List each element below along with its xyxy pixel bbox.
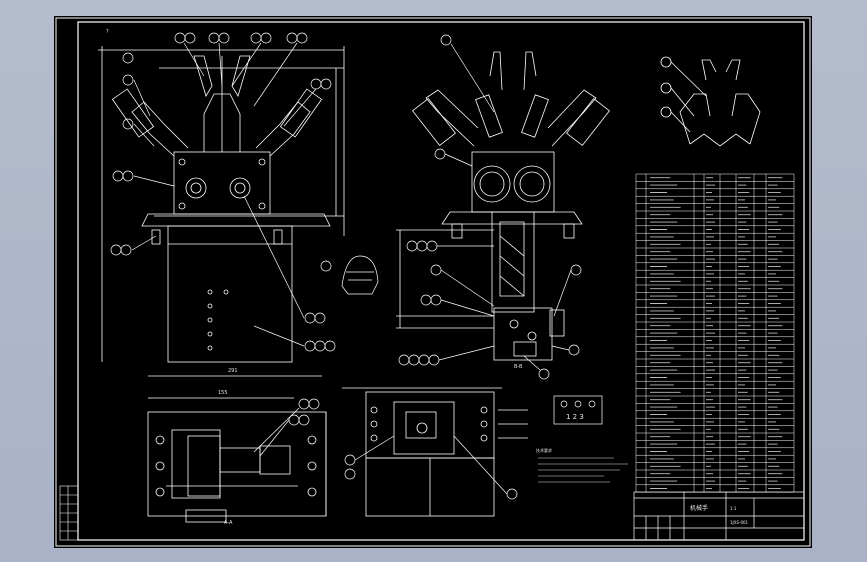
drawing-name: 机械手: [690, 504, 708, 512]
margin-table: [59, 485, 79, 541]
bottom-view-callouts: [344, 409, 528, 500]
cad-drawing-sheet: ?: [54, 16, 812, 548]
top-view: [147, 375, 327, 523]
front-view: [98, 46, 345, 363]
detail-box: [553, 395, 603, 425]
front-view-callouts: [110, 32, 336, 352]
outer-border: [55, 17, 811, 547]
top-view-callouts: [253, 398, 320, 457]
parts-list-table: [635, 173, 795, 493]
section-view-callouts: [398, 34, 582, 380]
section-a-label: A-A: [224, 520, 233, 526]
detail-view-small: [320, 255, 379, 295]
technical-notes: 技术要求: [536, 447, 628, 483]
front-view-label: ?: [106, 29, 109, 35]
inner-border: [77, 21, 805, 541]
title-block: [633, 491, 805, 541]
section-view: [396, 51, 610, 361]
detail-code: 1 2 3: [566, 413, 584, 421]
section-b-label: B-B: [514, 364, 523, 370]
gripper-detail: [660, 56, 761, 147]
dim-top-width: 291: [228, 368, 238, 374]
drawing-scale: 1:1: [730, 506, 737, 511]
drawing-canvas: ?: [55, 17, 811, 547]
bottom-view: [342, 387, 502, 517]
drawing-code: 1JXS-001: [730, 520, 749, 525]
dim-top-inner: 155: [218, 390, 228, 396]
notes-title: 技术要求: [536, 447, 552, 453]
